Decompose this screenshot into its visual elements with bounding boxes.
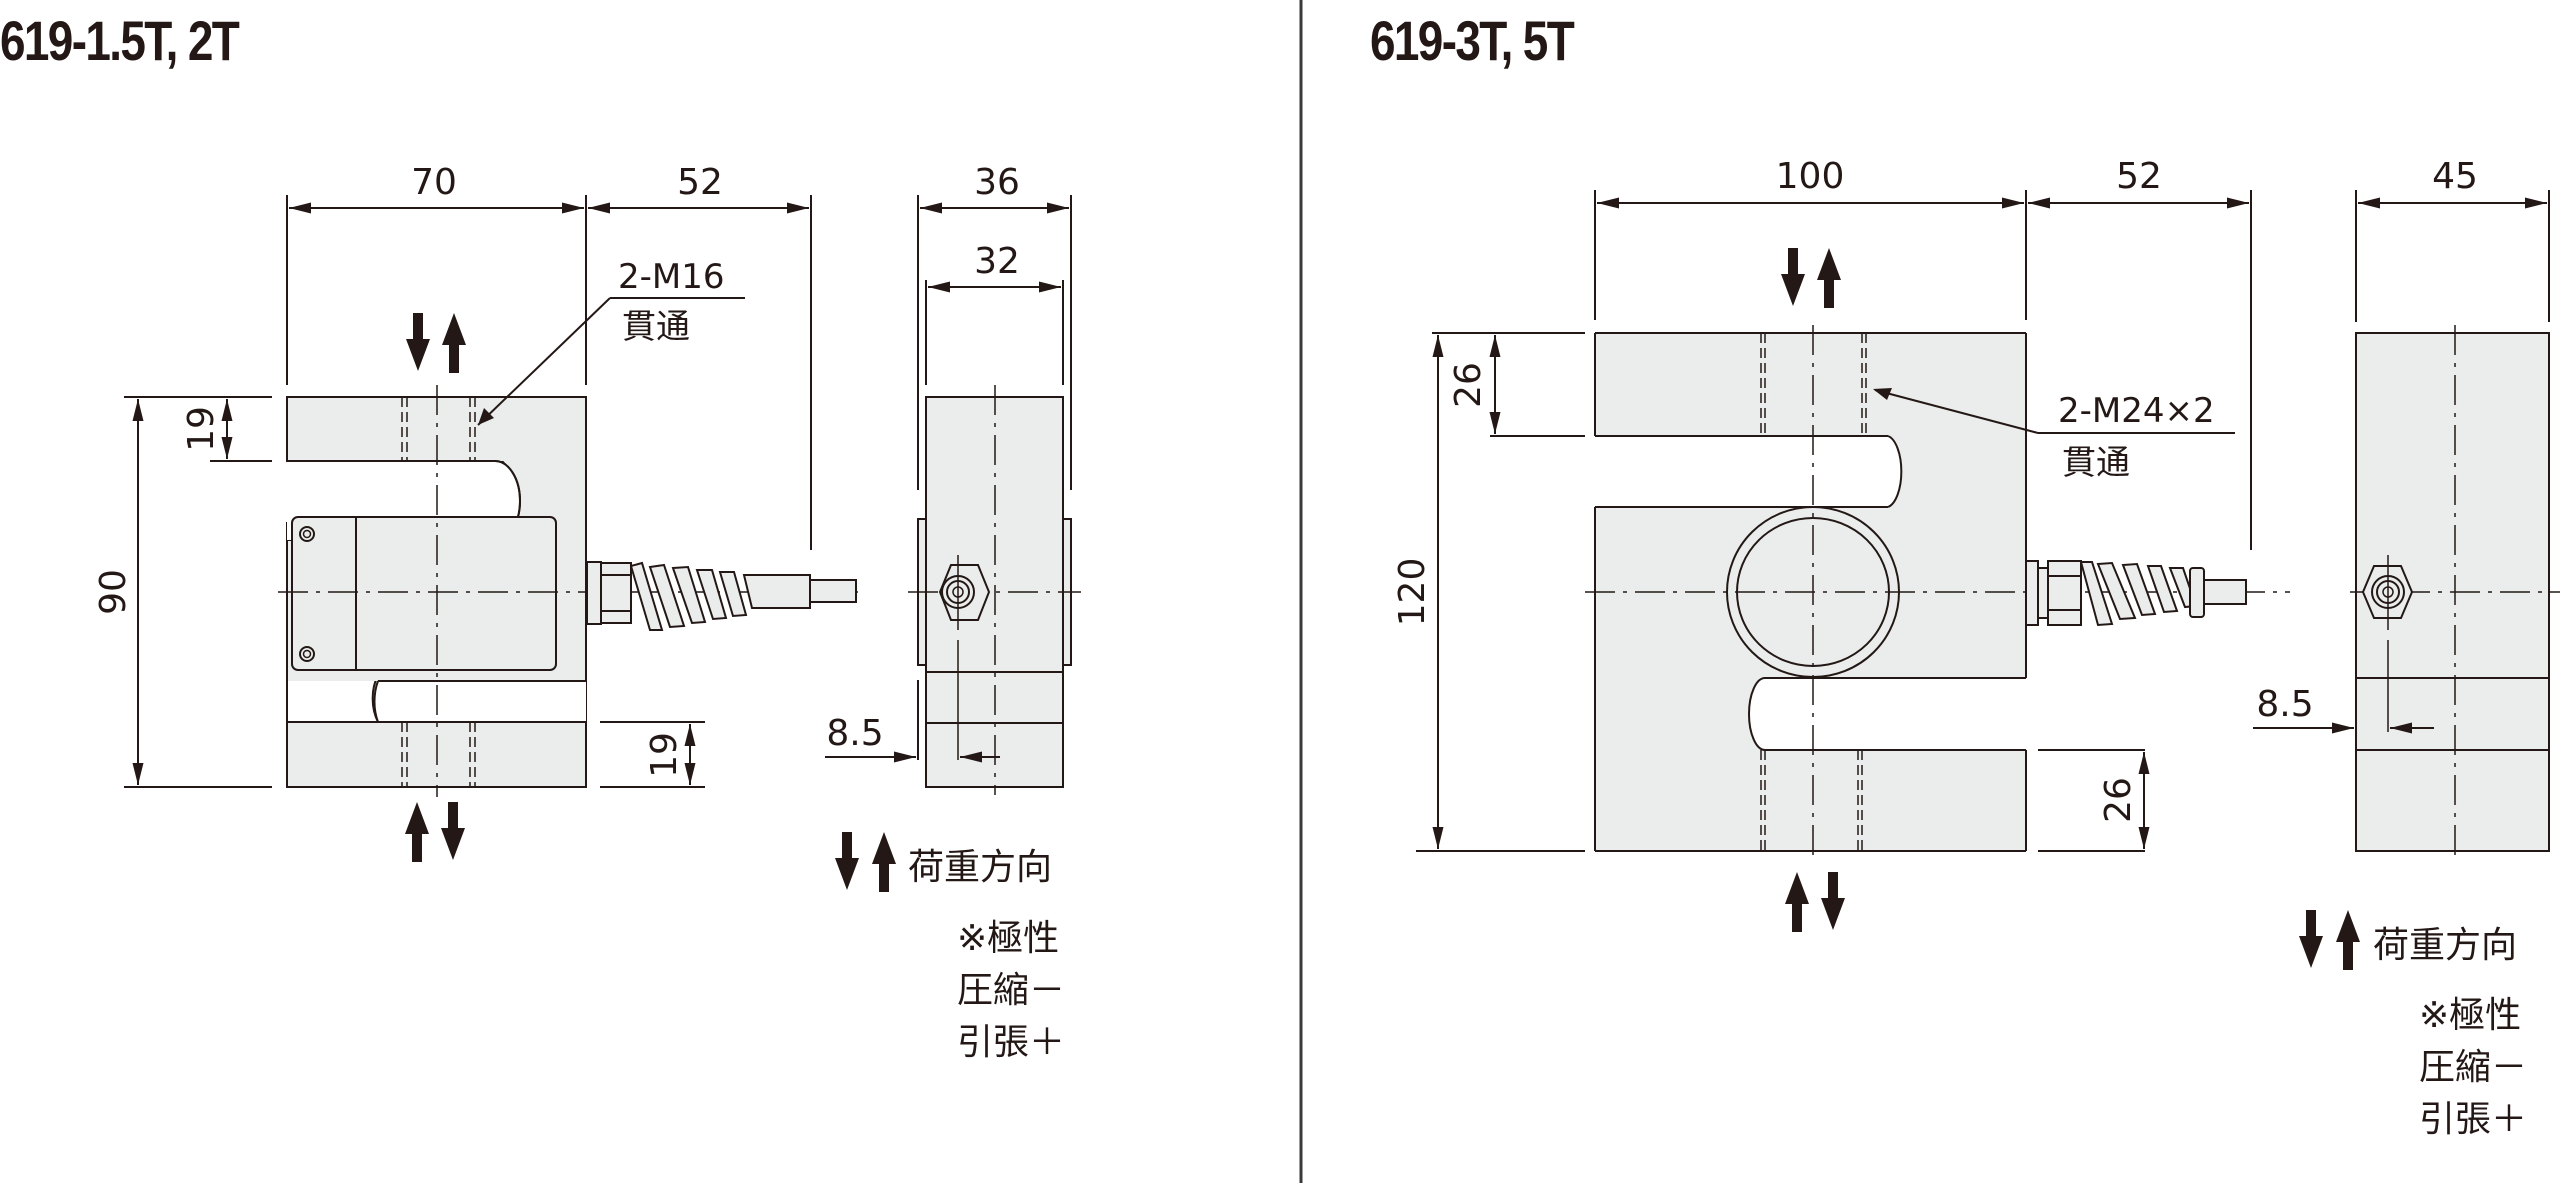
dim-bottom-arm: 26 (2098, 777, 2139, 823)
thread-spec: 2-M24×2 (2058, 391, 2215, 431)
left-front-view (278, 385, 860, 797)
dim-body-width: 100 (1776, 156, 1845, 197)
legend-left: 荷重方向 (908, 842, 1052, 894)
legend-right: 荷重方向 (2373, 920, 2517, 972)
dim-top-arm: 26 (1448, 362, 1489, 408)
dim-cable-length: 52 (677, 162, 723, 203)
polarity-note-left: ※極性 圧縮－ 引張＋ (957, 913, 1065, 1069)
left-dimension-lines (124, 195, 812, 788)
right-dimension-lines (1416, 190, 2252, 852)
drawing-title-left: 619-1.5T, 2T (0, 9, 240, 72)
legend-load-direction: 荷重方向 (2373, 925, 2518, 966)
polarity-title: ※極性 (2419, 995, 2522, 1036)
thread-note: 貫通 (2062, 443, 2130, 483)
dim-top-arm: 19 (181, 406, 222, 452)
dim-bottom-arm: 19 (644, 732, 685, 778)
dim-connector-offset: 8.5 (826, 713, 883, 754)
polarity-compression: 圧縮－ (2419, 1047, 2528, 1088)
left-side-dimension-lines (825, 195, 1072, 763)
dim-side-inner: 32 (974, 241, 1020, 282)
dim-cable-length: 52 (2116, 156, 2162, 197)
dim-height: 90 (93, 569, 134, 615)
polarity-title: ※極性 (957, 918, 1060, 959)
dim-height: 120 (1392, 558, 1433, 627)
polarity-compression: 圧縮－ (957, 970, 1066, 1011)
drawing-title-right: 619-3T, 5T (1370, 9, 1575, 72)
thread-note: 貫通 (622, 307, 690, 347)
legend-load-direction: 荷重方向 (908, 847, 1053, 888)
dim-side-width: 45 (2432, 156, 2478, 197)
polarity-note-right: ※極性 圧縮－ 引張＋ (2419, 990, 2527, 1146)
polarity-tension: 引張＋ (957, 1022, 1066, 1063)
left-side-view (908, 385, 1081, 795)
right-front-view (1585, 325, 2290, 862)
right-side-dimension-lines (2253, 190, 2550, 734)
dim-connector-offset: 8.5 (2256, 684, 2313, 725)
right-side-view (2350, 325, 2560, 862)
polarity-tension: 引張＋ (2419, 1099, 2528, 1140)
dim-side-outer: 36 (974, 162, 1020, 203)
dim-body-width: 70 (411, 162, 457, 203)
thread-spec: 2-M16 (618, 257, 725, 297)
